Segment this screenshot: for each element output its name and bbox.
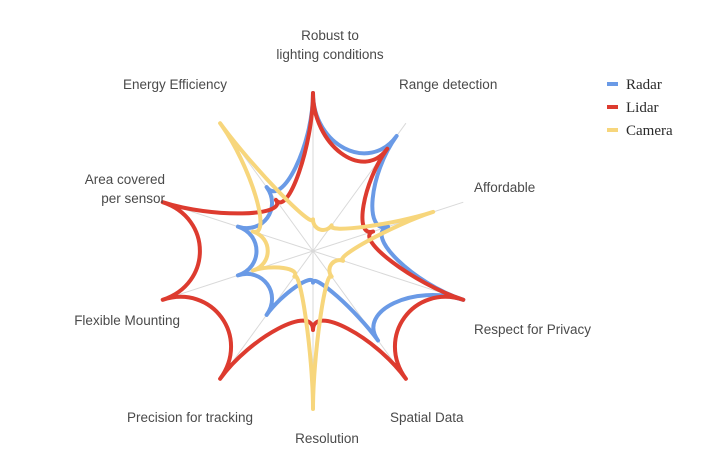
legend-label-lidar: Lidar [626,100,658,116]
series-lidar-line [160,91,466,381]
axis-label: Respect for Privacy [474,322,591,337]
axis-label: Flexible Mounting [74,313,180,328]
series-camera-line [218,121,436,411]
legend-label-radar: Radar [626,77,662,93]
grid-layer [162,93,464,409]
axis-label: Affordable [474,180,535,195]
axis-label: Spatial Data [390,410,464,425]
axis-label: Energy Efficiency [123,77,227,92]
axis-label: Resolution [295,431,359,446]
axis-label: Precision for tracking [127,410,253,425]
series-layer [160,91,466,411]
legend-label-camera: Camera [626,123,673,139]
axis-label: Range detection [399,77,497,92]
